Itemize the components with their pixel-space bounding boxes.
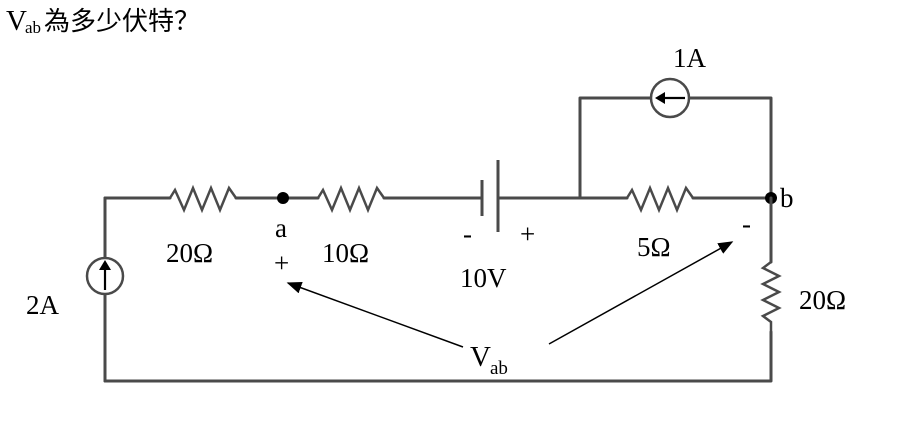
resistor-20-right — [760, 261, 782, 332]
current-source-2a — [85, 256, 125, 296]
label-r20-left: 20Ω — [166, 238, 213, 268]
wire-bottom — [103, 330, 773, 383]
node-a-dot — [277, 192, 289, 204]
question-sub: ab — [25, 18, 41, 37]
label-vab-sub: ab — [490, 358, 508, 379]
arrow-to-b — [548, 241, 734, 345]
resistor-20-left — [168, 184, 238, 214]
resistor-10 — [316, 184, 386, 214]
label-battery-plus: + — [520, 219, 535, 249]
resistor-5 — [625, 184, 695, 214]
question-v: V — [6, 5, 27, 37]
wire-1a-left — [578, 96, 653, 200]
arrow-to-a — [286, 282, 464, 348]
wire-1a-right — [687, 96, 773, 200]
label-plus-a: + — [274, 248, 289, 278]
label-battery-minus: - — [463, 219, 472, 249]
label-node-a: a — [275, 213, 287, 243]
label-1a: 1A — [673, 43, 707, 73]
label-2a: 2A — [26, 290, 60, 320]
label-vab-main: V — [470, 341, 491, 373]
question-text: 為多少伏特？ — [44, 7, 200, 37]
label-r10: 10Ω — [322, 238, 369, 268]
label-r20-right: 20Ω — [799, 285, 846, 315]
label-minus-b: - — [742, 209, 751, 239]
label-r5: 5Ω — [637, 232, 671, 262]
label-node-b: b — [780, 183, 794, 213]
label-battery: 10V — [460, 263, 507, 293]
current-source-1a — [649, 77, 691, 119]
